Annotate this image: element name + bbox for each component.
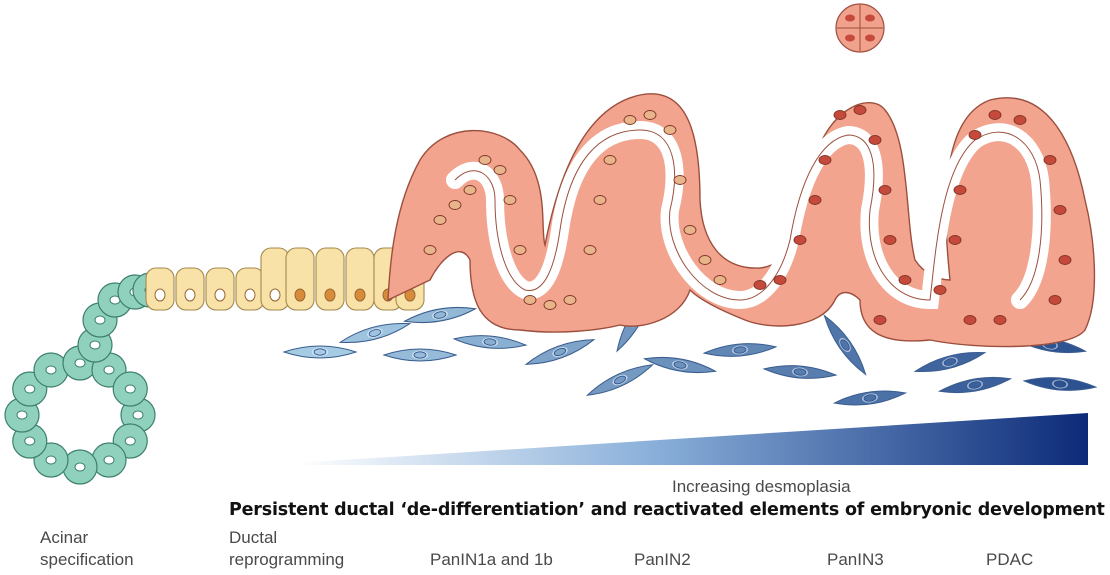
panin-nucleus — [934, 286, 946, 295]
panin-nucleus — [954, 186, 966, 195]
panin-nucleus — [524, 296, 536, 305]
panin-nucleus — [504, 196, 516, 205]
stage-line-2: specification — [40, 549, 134, 571]
panin-epithelium — [388, 94, 1094, 347]
fibroblast-cell — [284, 346, 356, 358]
fibroblast-cell — [585, 359, 655, 400]
stage-panin3: PanIN3 — [827, 549, 884, 571]
panin-nucleus — [994, 316, 1006, 325]
panin-nucleus — [664, 126, 676, 135]
panin-nucleus — [869, 136, 881, 145]
ductal-cell — [346, 248, 374, 310]
panin-nucleus — [674, 176, 686, 185]
stage-panin1: PanIN1a and 1b — [430, 549, 553, 571]
panin-nucleus — [604, 156, 616, 165]
stage-line-1: Acinar — [40, 527, 134, 549]
panin-nucleus — [854, 106, 866, 115]
ductal-cell-row — [146, 248, 424, 310]
panin-nucleus — [874, 316, 886, 325]
panin-nucleus — [1054, 206, 1066, 215]
acinar-cell — [63, 450, 97, 484]
panin-nucleus — [514, 246, 526, 255]
panin-nucleus — [1059, 256, 1071, 265]
panin-nucleus — [1049, 296, 1061, 305]
panin-nucleus — [899, 276, 911, 285]
panin-nucleus — [754, 281, 766, 290]
ductal-cell — [176, 268, 204, 310]
fibroblast-cell — [1024, 375, 1097, 393]
fibroblast-cell — [339, 318, 412, 348]
ductal-cell — [146, 268, 174, 310]
fibroblast-cell — [704, 341, 777, 359]
stage-ductal-reprogramming: Ductal reprogramming — [229, 527, 344, 571]
panin-nucleus — [684, 226, 696, 235]
fibroblast-cell — [819, 312, 870, 378]
panin-nucleus — [434, 216, 446, 225]
desmoplasia-gradient-wedge — [295, 413, 1088, 465]
fibroblast-cell — [939, 373, 1012, 397]
acinar-cell — [34, 353, 68, 387]
panin-nucleus — [544, 301, 556, 310]
fibroblast-cell — [834, 387, 907, 409]
panin-nucleus — [1044, 156, 1056, 165]
budding-cell-cluster — [836, 4, 884, 52]
panin-nucleus — [464, 186, 476, 195]
panin-nucleus — [774, 276, 786, 285]
panin-nucleus — [884, 236, 896, 245]
panin-nucleus — [424, 246, 436, 255]
panin-nucleus — [819, 156, 831, 165]
fibroblast-cell — [384, 349, 456, 361]
panin-nucleus — [834, 111, 846, 120]
acinar-cell-cluster — [5, 273, 167, 484]
fibroblast-cell — [644, 353, 717, 377]
fibroblast-cell — [764, 363, 837, 381]
panin-nucleus — [699, 256, 711, 265]
panin-nucleus — [969, 131, 981, 140]
panin-nucleus — [1014, 116, 1026, 125]
panin-nucleus — [564, 296, 576, 305]
panin-nucleus — [594, 196, 606, 205]
stage-panin2: PanIN2 — [634, 549, 691, 571]
panin-nucleus — [479, 156, 491, 165]
panin-nucleus — [949, 236, 961, 245]
stage-line-1: Ductal — [229, 527, 344, 549]
panin-nucleus — [809, 196, 821, 205]
panin-nucleus — [624, 116, 636, 125]
stage-pdac: PDAC — [986, 549, 1033, 571]
acinar-cell — [92, 443, 126, 477]
ductal-cell — [316, 248, 344, 310]
panin-nucleus — [584, 246, 596, 255]
panin-nucleus — [449, 201, 461, 210]
panin-nucleus — [879, 186, 891, 195]
ductal-cell — [206, 268, 234, 310]
panin-nucleus — [989, 111, 1001, 120]
desmoplasia-label: Increasing desmoplasia — [672, 477, 851, 497]
diagram-headline: Persistent ductal ‘de-differentiation’ a… — [229, 500, 1105, 520]
fibroblast-cell — [454, 333, 527, 351]
ductal-cell — [286, 248, 314, 310]
stage-acinar-specification: Acinar specification — [40, 527, 134, 571]
stage-line-2: reprogramming — [229, 549, 344, 571]
ductal-cell — [261, 248, 289, 310]
panin-nucleus — [794, 236, 806, 245]
panin-nucleus — [644, 111, 656, 120]
panin-nucleus — [714, 276, 726, 285]
ductal-cell — [236, 268, 264, 310]
acinar-cell — [113, 372, 147, 406]
panin-nucleus — [964, 316, 976, 325]
fibroblast-cell — [914, 347, 987, 377]
panin-nucleus — [494, 166, 506, 175]
fibroblast-cell — [524, 334, 596, 370]
